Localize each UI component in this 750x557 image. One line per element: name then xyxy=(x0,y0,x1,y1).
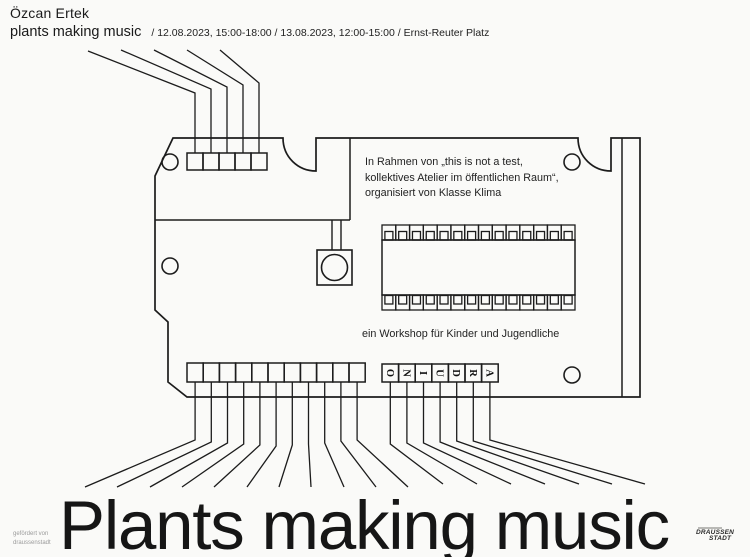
button-stem xyxy=(331,220,342,250)
funding-note: gefördert von draussenstadt xyxy=(13,531,51,546)
mounting-holes xyxy=(161,153,581,384)
event-schedule: / 12.08.2023, 15:00-18:00 / 13.08.2023, … xyxy=(151,27,490,39)
module-divider xyxy=(155,138,351,221)
bottom-wires-right xyxy=(389,382,646,485)
header: Özcan Ertek plants making music / 12.08.2… xyxy=(10,5,489,41)
workshop-note: ein Workshop für Kinder und Jugendliche xyxy=(362,328,560,340)
top-connector xyxy=(186,152,268,171)
context-note: In Rahmen von „this is not a test, kolle… xyxy=(365,156,559,199)
chip-body xyxy=(381,239,576,296)
logo-word-2: STADT xyxy=(709,535,732,542)
svg-text:N: N xyxy=(400,369,411,377)
artist-name: Özcan Ertek xyxy=(10,5,90,21)
svg-text:R: R xyxy=(467,369,478,377)
chip-pins xyxy=(381,224,576,311)
svg-text:O: O xyxy=(384,369,395,377)
button-component xyxy=(316,249,353,286)
project-name: plants making music xyxy=(10,24,142,40)
header-project-line: plants making music / 12.08.2023, 15:00-1… xyxy=(10,23,489,41)
logo-word-1: DRAUSSEN xyxy=(696,529,735,536)
top-wires xyxy=(87,49,260,153)
logo-tagline-bar xyxy=(698,527,722,529)
svg-text:D: D xyxy=(450,369,461,377)
poster-title: Plants making music xyxy=(59,487,670,557)
bottom-wires-left xyxy=(84,382,409,488)
draussenstadt-logo: DRAUSSEN STADT xyxy=(696,527,748,542)
svg-text:I: I xyxy=(417,371,428,375)
bottom-connector-left xyxy=(186,362,366,383)
svg-text:U: U xyxy=(434,369,445,377)
board-outline xyxy=(154,137,641,398)
svg-text:A: A xyxy=(483,369,494,377)
